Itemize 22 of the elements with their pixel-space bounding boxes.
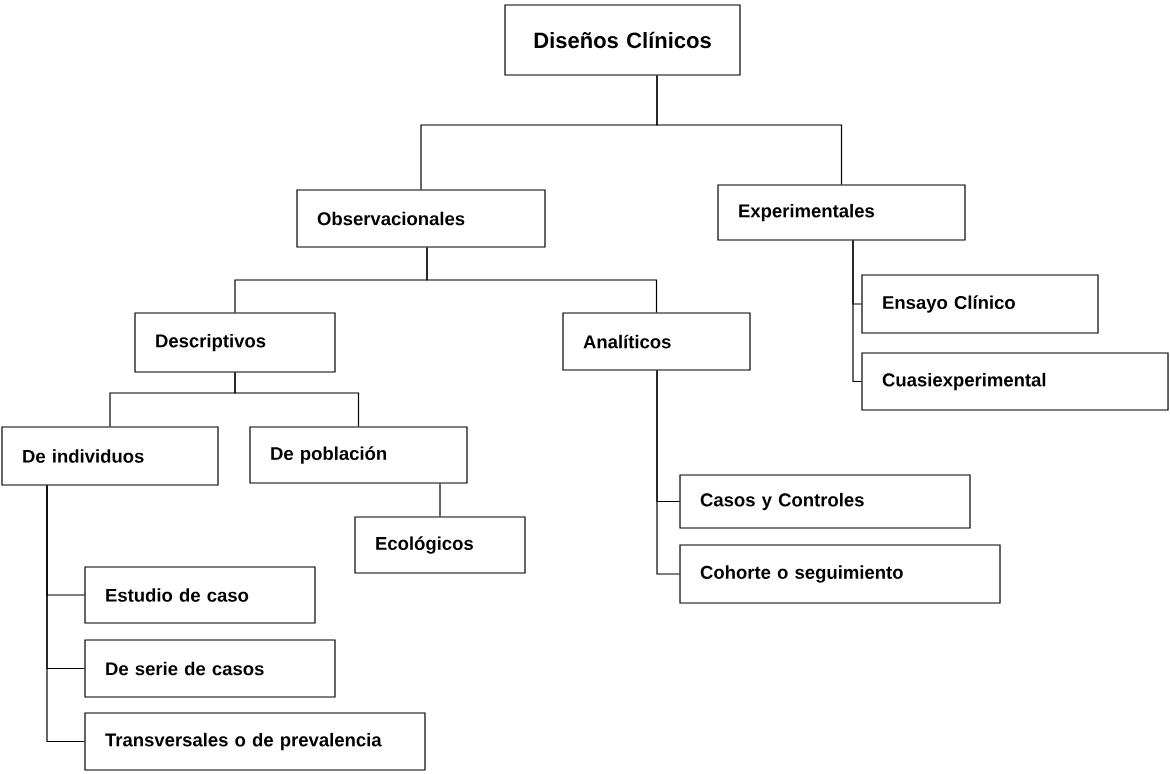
category-box: Casos y Controles bbox=[679, 474, 971, 529]
connector-line bbox=[852, 240, 862, 383]
category-box: Cohorte o seguimiento bbox=[679, 544, 1001, 604]
category-box: De serie de casos bbox=[84, 639, 336, 698]
category-box: Estudio de caso bbox=[84, 566, 316, 624]
title-box: Diseños Clínicos bbox=[504, 4, 741, 76]
connector-line bbox=[426, 247, 658, 313]
category-box: Descriptivos bbox=[134, 312, 336, 373]
connector-line bbox=[46, 485, 85, 743]
category-box: De individuos bbox=[1, 426, 219, 486]
connector-line bbox=[656, 370, 680, 575]
category-box: Experimentales bbox=[717, 184, 966, 241]
category-box: Observacionales bbox=[296, 189, 546, 248]
connector-line bbox=[439, 483, 441, 517]
category-box: De población bbox=[249, 426, 468, 484]
connector-line bbox=[234, 372, 360, 427]
category-box: Ecológicos bbox=[354, 516, 526, 574]
category-box: Analíticos bbox=[562, 312, 751, 371]
category-box: Ensayo Clínico bbox=[861, 274, 1099, 334]
category-box: Cuasiexperimental bbox=[861, 352, 1169, 411]
connector-line bbox=[656, 75, 843, 185]
category-box: Transversales o de prevalencia bbox=[84, 712, 426, 771]
